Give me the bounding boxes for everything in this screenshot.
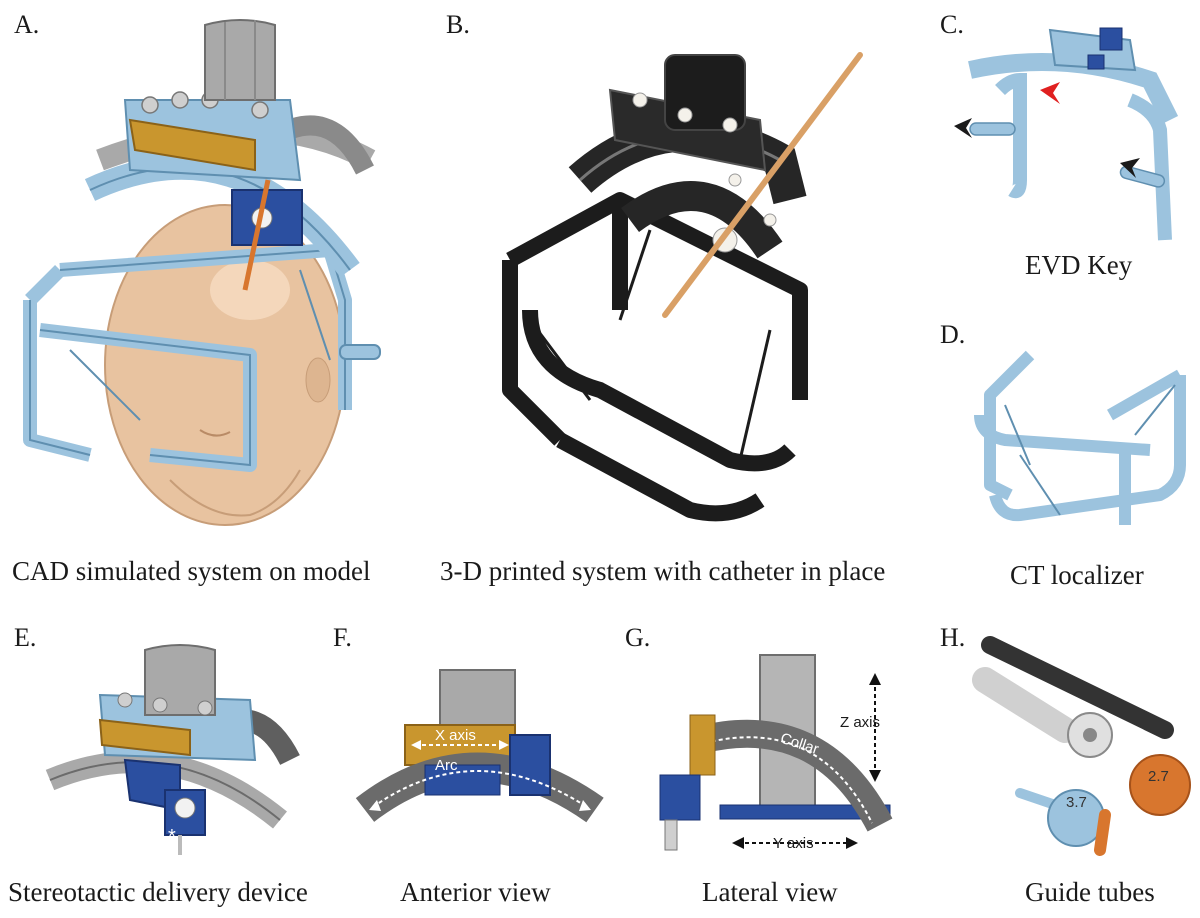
panel-label-d: D.	[940, 320, 966, 349]
arc-label: Arc	[435, 757, 458, 774]
caption-b: 3-D printed system with catheter in plac…	[440, 556, 886, 586]
y-axis-label: Y axis	[773, 835, 814, 852]
panel-label-e: E.	[14, 623, 37, 652]
printed-frame	[502, 192, 808, 522]
panel-a-cad-illustration	[23, 19, 381, 526]
asterisk-marker: *	[168, 826, 176, 848]
panel-label-h: H.	[940, 623, 966, 652]
panel-d-ct-localizer	[974, 350, 1186, 525]
z-axis-label: Z axis	[840, 714, 880, 731]
panel-b-printed-photo	[502, 52, 863, 522]
panel-c-evd-key	[954, 27, 1179, 241]
panel-label-b: B.	[446, 10, 470, 39]
arrow-head-black-right	[1120, 158, 1140, 178]
x-axis-label: X axis	[435, 727, 476, 744]
panel-h-guide-tubes: 3.7 2.7	[972, 636, 1191, 856]
panel-label-a: A.	[14, 10, 40, 39]
panel-label-g: G.	[625, 623, 651, 652]
caption-a: CAD simulated system on model	[12, 556, 371, 586]
tube-label-3-7: 3.7	[1066, 794, 1087, 811]
panel-f-anterior-view: X axis Arc	[355, 669, 604, 823]
caption-e: Stereotactic delivery device	[8, 877, 308, 907]
tube-label-2-7: 2.7	[1148, 768, 1169, 785]
caption-g: Lateral view	[702, 877, 838, 907]
caption-h: Guide tubes	[1025, 877, 1155, 907]
arrow-head-red	[1040, 82, 1060, 104]
caption-d: CT localizer	[1010, 560, 1144, 590]
panel-e-delivery-device: *	[45, 644, 300, 855]
caption-c: EVD Key	[1025, 250, 1133, 280]
caption-f: Anterior view	[400, 877, 551, 907]
panel-label-f: F.	[333, 623, 352, 652]
arrow-head-black-left	[954, 118, 972, 138]
panel-label-c: C.	[940, 10, 964, 39]
panel-g-lateral-view: Collar Z axis Y axis	[659, 654, 893, 852]
catheter	[662, 52, 863, 318]
